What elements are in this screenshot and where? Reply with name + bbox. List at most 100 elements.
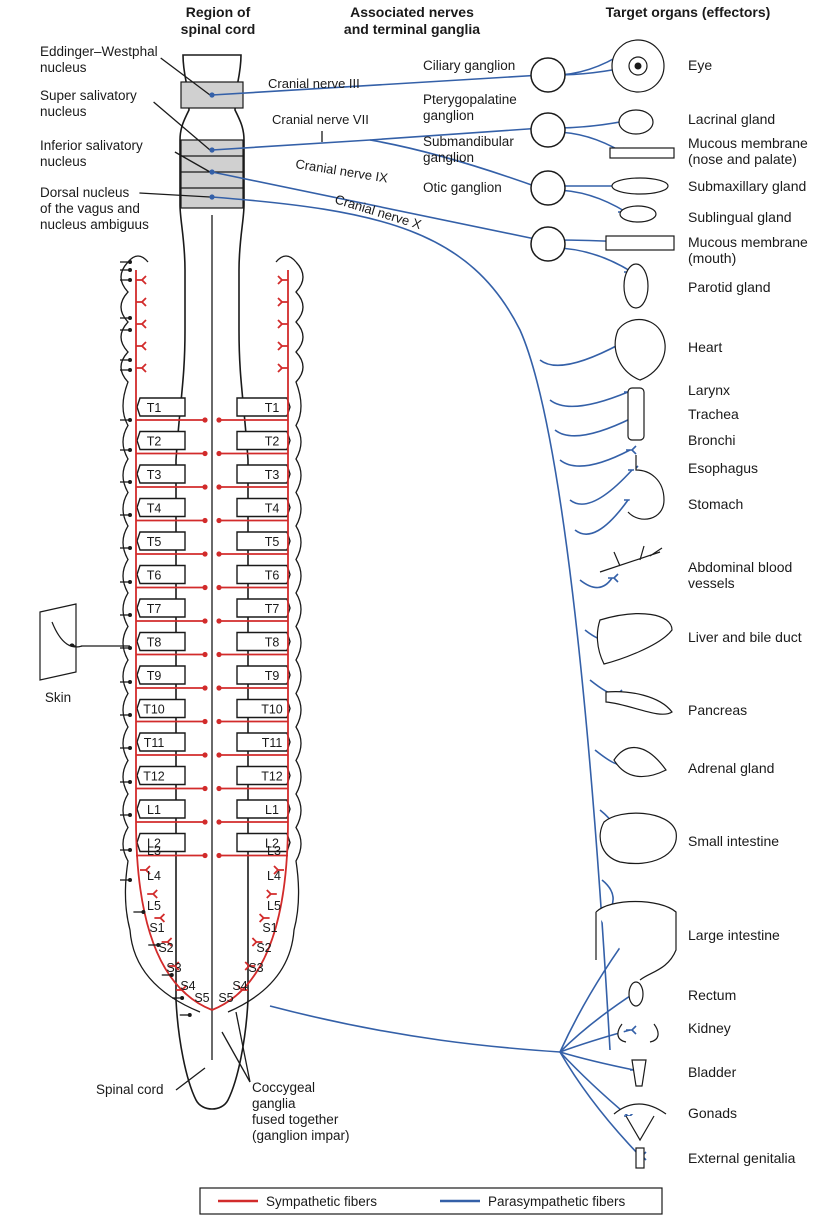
- gray-ramus-dot-17: [128, 746, 132, 750]
- sympathetic-dot-right-7: [216, 651, 222, 658]
- sympathetic-synapse-low-right: [251, 937, 263, 947]
- gray-ramus-dot-19: [128, 813, 132, 817]
- large-intestine-illustration: [595, 900, 677, 981]
- segment-label-right-S3: S3: [248, 961, 263, 975]
- vagus-fiber-4: [569, 469, 633, 505]
- segment-box-right-T2: [236, 430, 291, 451]
- segment-box-left-T12: [136, 765, 186, 786]
- sympathetic-synapse-low-left: [147, 889, 158, 899]
- segment-label-left-S3: S3: [166, 961, 181, 975]
- organ-label-12: Esophagus: [688, 460, 758, 476]
- gray-ramus-dot-8: [128, 448, 132, 452]
- cranial-nerve-vii-branch: [369, 139, 541, 189]
- segment-label-right-L4: L4: [267, 869, 281, 883]
- sympathetic-dot-right-8: [216, 685, 222, 691]
- submaxillary-gland-illustration: [611, 177, 669, 195]
- sympathetic-synapse-right: [277, 363, 288, 373]
- segment-label-right-T2: T2: [265, 435, 280, 449]
- pancreas-illustration: [605, 691, 673, 715]
- segment-box-left-T7: [136, 598, 186, 618]
- segment-label-right-L1: L1: [265, 803, 279, 817]
- sympathetic-synapse-low-right: [244, 961, 256, 971]
- cranial-nerve-iii-label: Cranial nerve III: [268, 76, 360, 91]
- segment-box-right-T5: [236, 531, 291, 551]
- segment-box-left-T1: [136, 397, 186, 417]
- segment-label-right-S1: S1: [262, 921, 277, 935]
- terminal-ganglion-1: [530, 57, 566, 93]
- organ-label-19: Large intestine: [688, 927, 780, 943]
- gray-ramus-dot-3: [128, 316, 132, 320]
- segment-box-left-T2: [136, 430, 186, 451]
- segment-label-left-T5: T5: [147, 535, 162, 549]
- sympathetic-dot-left-3: [202, 517, 208, 524]
- sympathetic-dot-left-10: [202, 752, 208, 758]
- segment-label-right-T12: T12: [261, 770, 283, 784]
- vagus-fiber-1: [549, 391, 629, 408]
- bladder-illustration: [631, 1059, 647, 1087]
- segment-box-left-L2: [136, 832, 186, 853]
- legend-box: [199, 1187, 663, 1215]
- sympathetic-dot-left-5: [202, 584, 208, 591]
- sympathetic-dot-left-13: [202, 852, 208, 859]
- segment-label-left-T1: T1: [147, 401, 162, 415]
- segment-label-left-L3: L3: [147, 844, 161, 858]
- gray-ramus-dot-20: [128, 848, 132, 852]
- trachea-illustration: [627, 387, 645, 441]
- sympathetic-synapse-low-left: [168, 961, 180, 971]
- organ-label-8: Heart: [688, 339, 722, 355]
- organ-label-11: Bronchi: [688, 432, 735, 448]
- nucleus-leader-4: [139, 192, 211, 198]
- gray-ramus-dot-13: [128, 613, 132, 617]
- abdominal-vessels-illustration: [599, 545, 663, 573]
- segment-label-left-L5: L5: [147, 899, 161, 913]
- segment-label-left-T7: T7: [147, 602, 162, 616]
- segment-label-left-T3: T3: [147, 468, 162, 482]
- gray-ramus-dot-26: [187, 1013, 192, 1017]
- segment-label-right-L2: L2: [265, 837, 279, 851]
- segment-box-right-T1: [236, 397, 291, 417]
- nasal-mucosa-illustration: [609, 147, 675, 159]
- lacrimal-gland-illustration: [618, 109, 654, 135]
- nucleus-leader-3: [174, 151, 211, 173]
- sympathetic-synapse-low-left: [140, 865, 151, 875]
- sympathetic-dot-right-10: [216, 752, 222, 758]
- sympathetic-dot-right-11: [216, 785, 222, 792]
- segment-box-right-T9: [236, 665, 291, 685]
- cranial-nerve-ix-fiber: [211, 171, 541, 241]
- vagus-fiber-2: [554, 417, 633, 437]
- sympathetic-fiber-left: [135, 270, 213, 1011]
- gray-ramus-dot-15: [128, 680, 132, 684]
- sympathetic-dot-right-0: [216, 417, 222, 423]
- organ-label-2: Lacrinal gland: [688, 111, 775, 127]
- sympathetic-synapse-low-right: [237, 985, 248, 995]
- segment-label-left-S2: S2: [158, 941, 173, 955]
- sympathetic-dot-left-9: [202, 718, 208, 725]
- sacral-parasympathetic-trunk: [269, 1005, 561, 1053]
- sympathetic-synapse-low-left: [176, 985, 187, 995]
- organ-label-16: Pancreas: [688, 702, 747, 718]
- sacral-fiber-3: [559, 1051, 635, 1071]
- sympathetic-dot-right-2: [216, 484, 222, 490]
- segment-box-right-T8: [236, 631, 291, 652]
- stomach-illustration: [627, 455, 665, 520]
- organ-label-13: Stomach: [688, 496, 743, 512]
- sympathetic-dot-right-6: [216, 618, 222, 624]
- liver-illustration: [596, 613, 673, 665]
- nucleus-leader-2: [153, 101, 211, 151]
- organ-label-18: Small intestine: [688, 833, 779, 849]
- sympathetic-dot-right-12: [216, 819, 222, 825]
- sympathetic-dot-left-11: [202, 785, 208, 792]
- organ-label-3: Mucous membrane(nose and palate): [688, 135, 808, 167]
- spinal-cord-leader: [175, 1067, 206, 1091]
- cranial-nerve-ix-label: Cranial nerve IX: [295, 156, 390, 185]
- legend-parasympathetic-label: Parasympathetic fibers: [488, 1194, 626, 1209]
- genitalia-illustration: [635, 1147, 645, 1169]
- cranial-nerve-iii-fiber: [211, 74, 543, 96]
- vagus-fiber-0: [539, 343, 621, 367]
